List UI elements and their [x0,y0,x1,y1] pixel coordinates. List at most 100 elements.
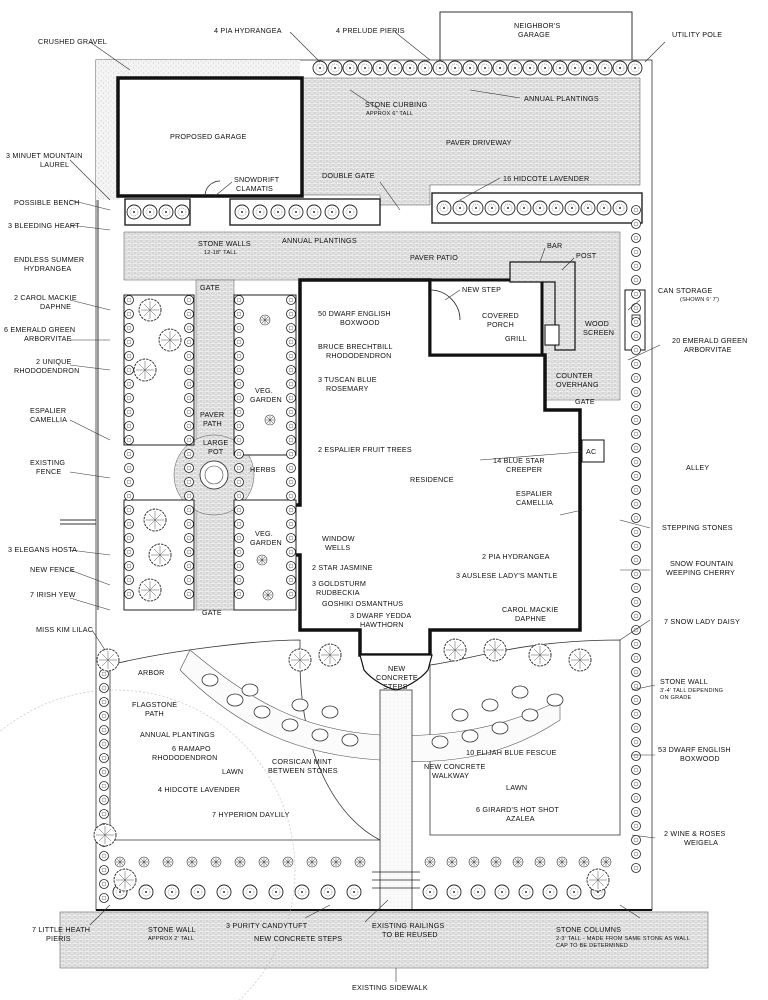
label-flagstone: FLAGSTONE [132,700,177,709]
front-shrub [138,884,154,900]
bed-boxwood [184,309,194,319]
boxwood-shrub [99,851,109,861]
boxwood-shrub [631,667,641,677]
boxwood-shrub [631,835,641,845]
front-shrub [494,884,510,900]
boxwood-shrub [631,373,641,383]
flagstone [291,698,309,712]
flagstone [461,729,479,743]
hedge-shrub [507,60,523,76]
bed-boxwood [184,337,194,347]
label-proposed-garage: PROPOSED GARAGE [170,132,247,141]
boxwood-shrub [631,779,641,789]
label-flagstone-2: PATH [145,709,164,718]
boxwood-shrub [631,401,641,411]
boxwood-shrub [99,809,109,819]
label-dwarf-boxwood-50: 50 DWARF ENGLISH [318,309,391,318]
annual-shrub [234,204,250,220]
bed-boxwood [286,337,296,347]
label-irish-yew: 7 IRISH YEW [30,590,76,599]
lavender-shrub [452,200,468,216]
boxwood-shrub [631,597,641,607]
flagstone [546,693,564,707]
hedge-shrub [492,60,508,76]
bed-boxwood [184,435,194,445]
boxwood-shrub [631,247,641,257]
label-dwarf-yedda-2: HAWTHORN [360,620,404,629]
label-lawn-left: LAWN [222,767,243,776]
front-plant [512,856,524,868]
boxwood-shrub [99,865,109,875]
label-unique-rhodo-2: RHODODENDRON [14,366,80,375]
label-corsican: CORSICAN MINT [272,757,333,766]
label-bruce-rhodo-2: RHODODENDRON [326,351,392,360]
boxwood-shrub [99,683,109,693]
bed-boxwood [124,575,134,585]
rhodo-tree [133,358,157,382]
bed-boxwood [234,533,244,543]
front-shrub [320,884,336,900]
label-new-walkway-2: WALKWAY [432,771,469,780]
hedge-shrub [597,60,613,76]
label-stone-wall-right: STONE WALL [660,677,708,686]
boxwood-shrub [631,443,641,453]
bed-boxwood [234,547,244,557]
front-plant [138,856,150,868]
front-plant [468,856,480,868]
lavender-shrub [548,200,564,216]
boxwood-shrub [631,569,641,579]
bed-boxwood [234,295,244,305]
lavender-shrub [500,200,516,216]
label-carol-mackie-2: DAPHNE [40,302,71,311]
lavender-shrub [468,200,484,216]
bed-boxwood [124,491,134,501]
lilac-tree [96,648,120,672]
boxwood-shrub [99,879,109,889]
label-large-pot: LARGE [203,438,228,447]
bed-boxwood [124,365,134,375]
label-alley: ALLEY [686,463,709,472]
label-espalier-fruit: 2 ESPALIER FRUIT TREES [318,445,412,454]
label-paver-path: PAVER [200,410,224,419]
label-blue-star: 14 BLUE STAR [493,456,545,465]
label-utility-pole: UTILITY POLE [672,30,722,39]
bed-boxwood [234,589,244,599]
label-existing-railings-2: TO BE REUSED [382,930,438,939]
annual-shrub [306,204,322,220]
label-ramapo-2: RHODODENDRON [152,753,218,762]
boxwood-shrub [631,639,641,649]
hedge-shrub [312,60,328,76]
ac-unit [581,439,605,463]
front-plant [578,856,590,868]
label-new-steps-top: NEW [388,664,405,673]
label-covered-porch: COVERED [482,311,519,320]
bed-boxwood [234,351,244,361]
boxwood-shrub [631,793,641,803]
label-gate-1: GATE [200,283,220,292]
label-new-steps-low: NEW CONCRETE STEPS [254,934,342,943]
lavender-shrub [596,200,612,216]
annual-shrub [324,204,340,220]
labels: CRUSHED GRAVEL 4 PIA HYDRANGEA 4 PRELUDE… [4,21,747,992]
label-blue-star-2: CREEPER [506,465,542,474]
bed-boxwood [234,379,244,389]
label-new-fence: NEW FENCE [30,565,75,574]
veg-plant [262,589,274,601]
laurel-shrub [126,204,142,220]
boxwood-shrub [631,709,641,719]
boxwood-shrub [99,781,109,791]
flagstone [491,721,509,735]
boxwood-shrub [631,331,641,341]
bed-boxwood [234,435,244,445]
front-shrub [242,884,258,900]
hedge-shrub [522,60,538,76]
label-minuet-laurel-2: LAUREL [40,160,69,169]
bed-boxwood [286,561,296,571]
flagstone [241,683,259,697]
front-plant [354,856,366,868]
boxwood-shrub [631,807,641,817]
bed-boxwood [124,351,134,361]
label-stone-wall-right-3: ON GRADE [660,695,692,701]
laurel-shrub [174,204,190,220]
label-little-heath: 7 LITTLE HEATH [32,925,90,934]
